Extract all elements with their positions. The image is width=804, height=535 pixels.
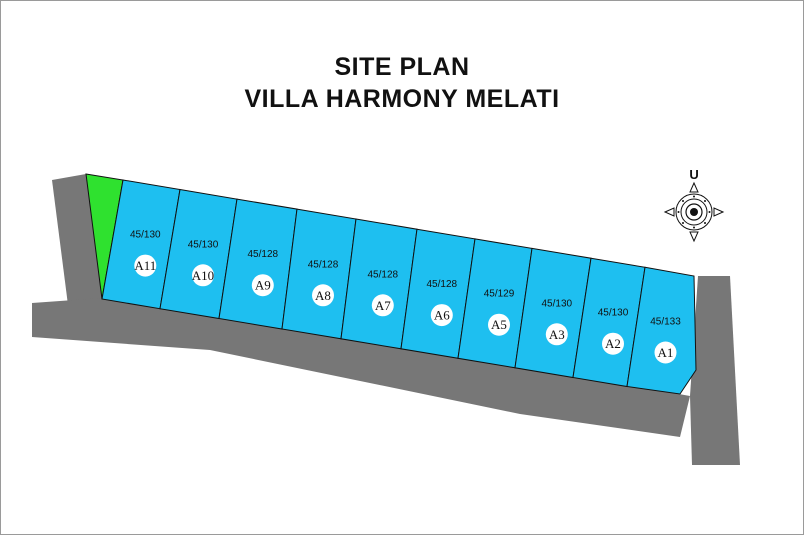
page-title: SITE PLAN <box>334 53 470 81</box>
page-subtitle: VILLA HARMONY MELATI <box>244 85 560 113</box>
lot-size-label: 45/128 <box>248 249 279 260</box>
lot-a1 <box>626 266 697 395</box>
lot-id-label: A6 <box>434 308 450 323</box>
lot-id-badge <box>602 332 624 355</box>
road-left-spur <box>52 174 102 305</box>
lot-size-label: 45/130 <box>542 298 573 309</box>
lot-id-badge <box>654 341 677 364</box>
lot-id-label: A10 <box>192 268 214 283</box>
lot-id-label: A5 <box>491 317 507 332</box>
lot-id-badge <box>251 274 274 297</box>
compass-rose-icon: U <box>663 167 725 243</box>
lot-size-label: 45/128 <box>368 269 399 280</box>
lot-id-label: A1 <box>658 345 674 360</box>
lot-size-label: 45/129 <box>484 289 515 300</box>
lot-size-label: 45/128 <box>308 259 339 270</box>
lot-id-label: A3 <box>549 327 565 342</box>
lot-id-badge <box>430 304 453 327</box>
lot-id-label: A9 <box>255 278 271 293</box>
lot-id-label: A8 <box>315 288 331 303</box>
lot-size-label: 45/130 <box>130 230 161 241</box>
lot-size-label: 45/128 <box>427 279 458 290</box>
lot-id-badge <box>312 284 334 307</box>
lot-id-badge <box>192 264 214 287</box>
lot-size-label: 45/130 <box>188 239 219 250</box>
lots-group: 45/130A1145/130A1045/128A945/128A845/128… <box>101 179 697 395</box>
north-letter: U <box>689 167 698 182</box>
lot-id-label: A2 <box>605 336 621 351</box>
road-right-spur <box>690 276 740 465</box>
lot-id-label: A11 <box>134 258 156 273</box>
lot-id-badge <box>488 313 510 336</box>
main-road <box>32 298 690 437</box>
lot-id-badge <box>134 254 157 277</box>
lot-id-badge <box>371 294 394 317</box>
lot-id-label: A7 <box>375 298 391 313</box>
lot-id-badge <box>545 323 568 346</box>
lot-size-label: 45/133 <box>650 317 681 328</box>
lot-size-label: 45/130 <box>598 308 629 319</box>
